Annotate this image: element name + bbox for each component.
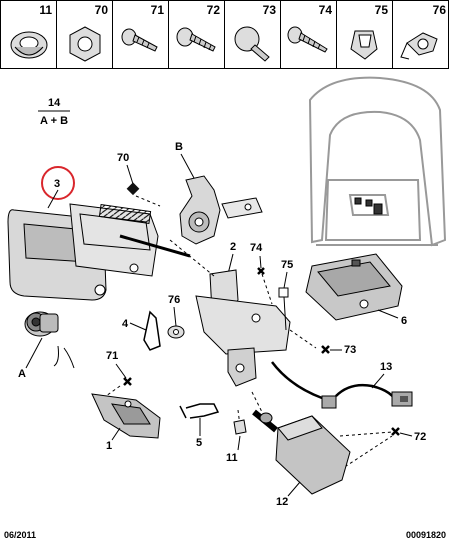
dashed-leaders bbox=[105, 195, 393, 471]
retaining-clip-icon bbox=[400, 32, 438, 60]
part-number: 70 bbox=[94, 3, 108, 17]
hex-nut-icon bbox=[69, 26, 101, 62]
lock-cylinder-a[interactable] bbox=[24, 311, 59, 337]
part-number: 75 bbox=[374, 3, 388, 17]
label-76: 76 bbox=[168, 294, 180, 306]
label-6: 6 bbox=[401, 315, 407, 327]
rod-5-end bbox=[179, 405, 187, 419]
label-b: B bbox=[175, 141, 183, 153]
label-5: 5 bbox=[196, 437, 202, 449]
tailgate-detail bbox=[354, 197, 383, 215]
lever-1[interactable] bbox=[91, 393, 161, 439]
part-number: 73 bbox=[262, 3, 276, 17]
label-13: 13 bbox=[380, 361, 392, 373]
flange-screw-icon bbox=[176, 27, 216, 52]
screw-marker-72 bbox=[391, 427, 400, 436]
latch-module-6[interactable] bbox=[305, 253, 403, 321]
leader-b bbox=[180, 153, 195, 179]
leader-4 bbox=[129, 322, 147, 331]
part-number: 76 bbox=[432, 3, 446, 17]
latch-linkage[interactable] bbox=[195, 269, 291, 387]
screw-marker-71 bbox=[123, 377, 132, 386]
part-75-marker bbox=[278, 287, 289, 298]
label-73: 73 bbox=[344, 344, 356, 356]
exploded-diagram: 14 A + B 3 70 B 2 74 bbox=[7, 76, 447, 508]
part-number: 74 bbox=[318, 3, 332, 17]
screw-marker-74 bbox=[257, 267, 265, 275]
label-a: A bbox=[18, 368, 26, 380]
screw-icon bbox=[121, 28, 158, 52]
leader-3 bbox=[47, 189, 59, 209]
part-number: 71 bbox=[150, 3, 164, 17]
label-a-plus-b: A + B bbox=[40, 115, 68, 127]
part-number: 72 bbox=[206, 3, 220, 17]
label-14: 14 bbox=[48, 97, 61, 109]
leader-12 bbox=[287, 481, 301, 497]
leader-72 bbox=[399, 432, 413, 437]
rod-5[interactable] bbox=[185, 403, 220, 419]
label-3: 3 bbox=[54, 178, 60, 190]
screw-marker-73 bbox=[321, 345, 330, 354]
leader-76 bbox=[173, 306, 177, 327]
highlight-circle bbox=[41, 166, 75, 200]
label-74: 74 bbox=[250, 242, 263, 254]
part-cell-74[interactable]: 74 bbox=[281, 1, 337, 68]
handle-mechanism[interactable] bbox=[69, 203, 191, 277]
key-lines bbox=[53, 345, 75, 369]
part-cell-76[interactable]: 76 bbox=[393, 1, 450, 68]
part-cell-11[interactable]: 11 bbox=[1, 1, 57, 68]
part-number: 11 bbox=[39, 3, 52, 17]
label-4: 4 bbox=[122, 318, 129, 330]
self-tapping-screw-icon bbox=[287, 26, 328, 53]
rod-4[interactable] bbox=[143, 310, 161, 351]
part-cell-73[interactable]: 73 bbox=[225, 1, 281, 68]
part-cell-75[interactable]: 75 bbox=[337, 1, 393, 68]
part-76-clip[interactable] bbox=[167, 325, 185, 339]
actuator-12[interactable] bbox=[252, 409, 351, 495]
footer-date: 06/2011 bbox=[4, 530, 37, 540]
leader-74 bbox=[259, 255, 262, 269]
leader-6 bbox=[377, 309, 399, 319]
label-72: 72 bbox=[414, 431, 426, 443]
leader-70 bbox=[126, 164, 134, 185]
part-cell-70[interactable]: 70 bbox=[57, 1, 113, 68]
label-2: 2 bbox=[230, 241, 236, 253]
label-12: 12 bbox=[276, 496, 288, 508]
label-1: 1 bbox=[106, 440, 112, 452]
leader-1 bbox=[111, 427, 121, 441]
footer-reference: 00091820 bbox=[405, 530, 446, 540]
label-75: 75 bbox=[281, 259, 293, 271]
grommet-icon bbox=[10, 31, 48, 59]
label-11: 11 bbox=[226, 452, 238, 464]
part-cell-71[interactable]: 71 bbox=[113, 1, 169, 68]
leader-11 bbox=[237, 435, 241, 451]
leader-75 bbox=[283, 271, 288, 289]
part-11-grommet[interactable] bbox=[233, 419, 247, 435]
label-70: 70 bbox=[117, 152, 129, 164]
clip-nut-icon bbox=[350, 30, 378, 60]
lock-bracket-b[interactable] bbox=[179, 175, 263, 245]
part-70-nut[interactable] bbox=[126, 182, 140, 196]
rod-75 bbox=[283, 296, 287, 331]
label-71: 71 bbox=[106, 350, 118, 362]
parts-strip: 11 70 71 72 73 bbox=[0, 0, 449, 69]
leader-a bbox=[25, 337, 43, 369]
tailgate bbox=[308, 76, 447, 247]
cable-13[interactable] bbox=[271, 361, 413, 409]
part-cell-72[interactable]: 72 bbox=[169, 1, 225, 68]
rivet-icon bbox=[234, 26, 270, 62]
leader-71 bbox=[115, 363, 127, 379]
